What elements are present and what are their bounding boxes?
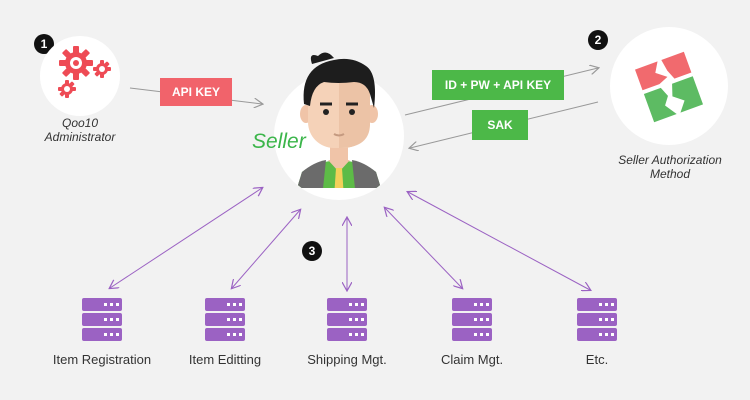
service-etc: Etc. — [532, 298, 662, 378]
service-claim-mgt: Claim Mgt. — [407, 298, 537, 378]
service-label: Item Editting — [188, 352, 262, 367]
id-pw-api-key-tag: ID + PW + API KEY — [432, 70, 564, 100]
admin-label-line2: Administrator — [44, 130, 116, 144]
authorization-logo-icon — [634, 51, 704, 123]
gear-icon — [58, 46, 111, 98]
service-item-registration: Item Registration — [37, 298, 167, 378]
service-label: Etc. — [585, 352, 609, 367]
server-icon — [577, 298, 617, 341]
seller-label: Seller — [252, 130, 306, 153]
auth-label-line1: Seller Authorization — [618, 153, 722, 167]
service-label: Item Registration — [52, 352, 152, 367]
arrow-seller-item-registration — [110, 188, 262, 288]
admin-circle — [40, 36, 120, 116]
auth-label: Seller Authorization Method — [595, 153, 745, 181]
service-shipping-mgt: Shipping Mgt. — [282, 298, 412, 378]
server-icon — [452, 298, 492, 341]
arrow-seller-item-editting — [232, 210, 300, 288]
sak-tag: SAK — [472, 110, 528, 140]
arrow-seller-claim — [385, 208, 462, 288]
auth-label-line2: Method — [649, 167, 691, 181]
seller-avatar — [294, 52, 384, 188]
arrow-seller-etc — [408, 192, 590, 290]
api-key-tag: API KEY — [160, 78, 232, 106]
service-label: Claim Mgt. — [440, 352, 504, 367]
admin-label-line1: Qoo10 — [61, 116, 99, 130]
server-icon — [82, 298, 122, 341]
service-label: Shipping Mgt. — [307, 352, 387, 367]
step-badge-3: 3 — [302, 241, 322, 261]
admin-label: Qoo10 Administrator — [20, 116, 140, 144]
step-badge-2: 2 — [588, 30, 608, 50]
auth-circle — [610, 27, 728, 145]
server-icon — [327, 298, 367, 341]
server-icon — [205, 298, 245, 341]
service-item-editting: Item Editting — [160, 298, 290, 378]
